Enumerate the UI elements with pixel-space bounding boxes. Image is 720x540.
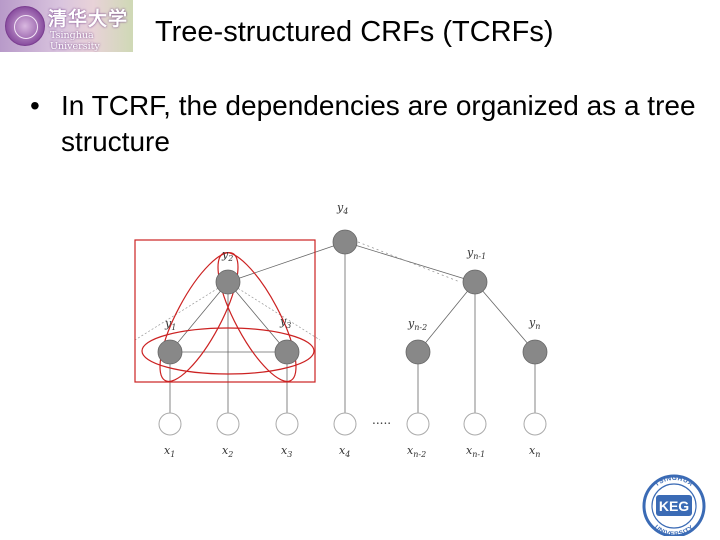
node-yn (523, 340, 547, 364)
node-x3 (276, 413, 298, 435)
label-yn-1: yn-1 (466, 246, 486, 261)
node-y2 (216, 270, 240, 294)
label-xn: xn (529, 444, 540, 459)
node-y3 (275, 340, 299, 364)
edge-yn-1-yn-2 (418, 282, 475, 352)
edge-yn-1-yn (475, 282, 535, 352)
node-xn (524, 413, 546, 435)
diagram-edges (170, 242, 535, 424)
ellipsis-dots: ..... (372, 413, 391, 427)
label-xn-2: xn-2 (407, 444, 426, 459)
node-y4 (333, 230, 357, 254)
label-x2: x2 (222, 444, 233, 459)
label-y1: y1 (164, 317, 176, 332)
node-xn-2 (407, 413, 429, 435)
label-x4: x4 (339, 444, 350, 459)
node-xn-1 (464, 413, 486, 435)
node-yn-1 (463, 270, 487, 294)
observed-nodes (159, 413, 546, 435)
label-x1: x1 (164, 444, 175, 459)
label-xn-1: xn-1 (466, 444, 485, 459)
badge-acronym: KEG (659, 498, 689, 514)
clique-highlight (135, 240, 315, 391)
label-y4: y4 (336, 201, 348, 216)
node-yn-2 (406, 340, 430, 364)
node-x1 (159, 413, 181, 435)
edge-y2-y1 (170, 282, 228, 352)
label-x3: x3 (281, 444, 292, 459)
label-yn: yn (528, 316, 540, 331)
node-y1 (158, 340, 182, 364)
edge-y2-y3 (228, 282, 287, 352)
node-x4 (334, 413, 356, 435)
keg-badge-icon: KEG TSINGHUA UNIVERSITY (636, 470, 712, 536)
label-y3: y3 (279, 315, 291, 330)
label-y2: y2 (221, 248, 233, 263)
edge-y4-y2 (228, 242, 345, 282)
node-x2 (217, 413, 239, 435)
hidden-nodes (158, 230, 547, 364)
label-yn-2: yn-2 (407, 317, 427, 332)
